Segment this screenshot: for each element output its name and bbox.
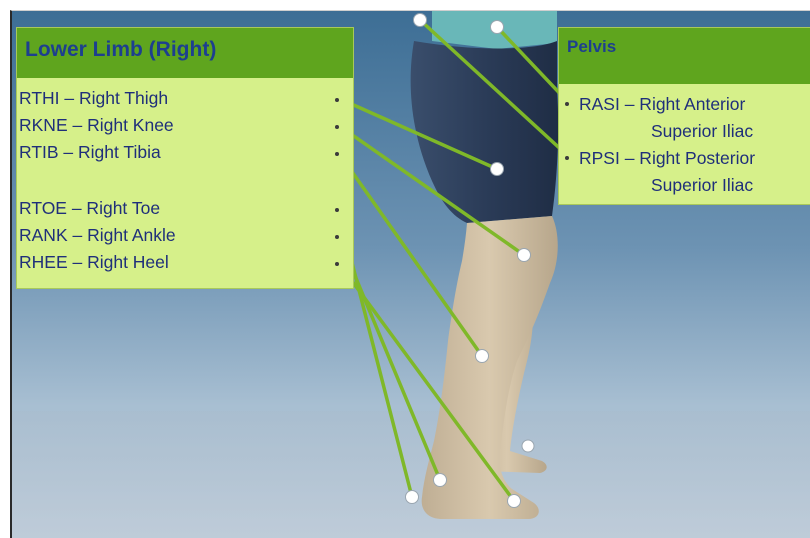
marker-left-toe: [522, 440, 534, 452]
marker-rkne: [518, 249, 531, 262]
bullet-rasi: [565, 102, 569, 106]
marker-rtoe: [406, 491, 419, 504]
marker-rthi: [491, 163, 504, 176]
bullet-rhee: [335, 262, 339, 266]
label-rasi: RASI – Right Anterior: [579, 94, 745, 115]
bullet-rkne: [335, 125, 339, 129]
label-rasi-cont: Superior Iliac: [651, 121, 753, 142]
bullet-rtoe: [335, 208, 339, 212]
label-rtib: RTIB – Right Tibia: [19, 142, 161, 163]
bullet-rpsi: [565, 156, 569, 160]
label-rkne: RKNE – Right Knee: [19, 115, 174, 136]
marker-rank: [434, 474, 447, 487]
floor: [12, 411, 810, 538]
lower-limb-panel: Lower Limb (Right) RTHI – Right Thigh RK…: [16, 27, 354, 289]
label-rthi: RTHI – Right Thigh: [19, 88, 168, 109]
bullet-rtib: [335, 152, 339, 156]
marker-rtib: [476, 350, 489, 363]
pelvis-panel: Pelvis RASI – Right Anterior Superior Il…: [558, 27, 810, 205]
bullet-rthi: [335, 98, 339, 102]
pelvis-title: Pelvis: [567, 37, 616, 57]
label-rtoe: RTOE – Right Toe: [19, 198, 160, 219]
label-rpsi-cont: Superior Iliac: [651, 175, 753, 196]
marker-rhee: [508, 495, 521, 508]
label-rhee: RHEE – Right Heel: [19, 252, 169, 273]
label-rank: RANK – Right Ankle: [19, 225, 176, 246]
diagram-frame: Lower Limb (Right) RTHI – Right Thigh RK…: [10, 10, 810, 538]
bullet-rank: [335, 235, 339, 239]
lower-limb-title: Lower Limb (Right): [25, 38, 216, 62]
marker-rasi: [491, 21, 504, 34]
label-rpsi: RPSI – Right Posterior: [579, 148, 755, 169]
marker-rpsi: [414, 14, 427, 27]
